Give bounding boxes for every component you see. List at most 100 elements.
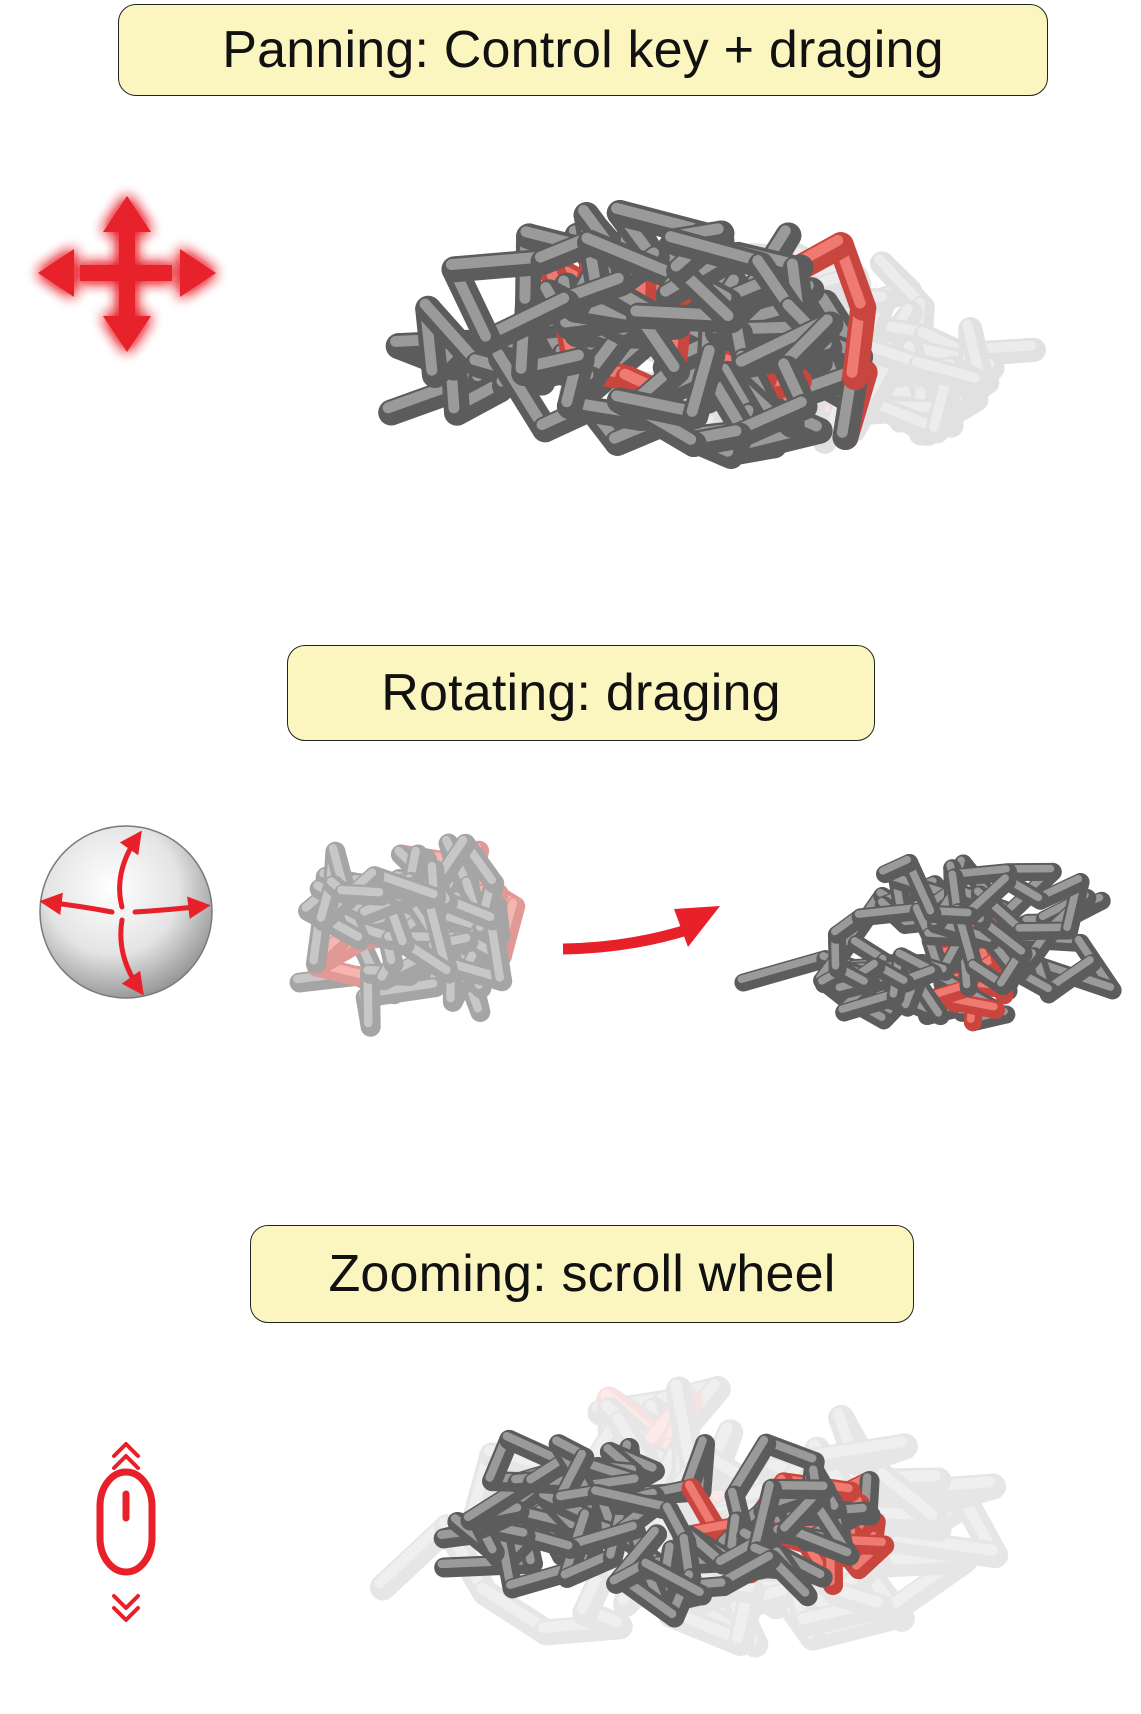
highlighted-residue-segment [666,1391,694,1482]
move-arrows-icon [38,196,216,352]
residue-segment [888,361,925,424]
segment-shine [591,1402,670,1422]
segment-shine [698,1605,758,1646]
segment-shine [868,318,928,338]
highlighted-residue-segment [658,1388,703,1464]
residue-segment [875,1547,978,1628]
segment-shine [637,1430,680,1464]
segment-shine [564,1521,637,1550]
segment-shine [641,1558,704,1597]
highlighted-residue-segment [632,1428,691,1476]
residue-segment [864,1468,952,1542]
segment-shine [868,390,931,435]
segment-shine [848,1436,908,1464]
segment-shine [1015,923,1071,932]
zooming-label: Zooming: scroll wheel [250,1225,914,1323]
segment-shine [962,319,974,392]
segment-shine [962,319,986,386]
segment-shine [635,1390,692,1454]
residue-segment [666,1376,699,1451]
segment-shine [445,251,546,271]
residue-segment [888,399,964,438]
segment-shine [734,1579,795,1594]
residue-segment [907,354,990,394]
segment-shine [662,1502,688,1543]
segment-shine [480,292,570,342]
segment-shine [870,1550,967,1566]
segment-shine [737,952,827,984]
residue-segment [886,383,958,411]
segment-shine [718,363,754,416]
segment-shine [838,990,898,1013]
residue-segment [913,389,966,443]
segment-shine [832,1407,860,1464]
residue-segment [962,337,1046,367]
residue-segment [888,362,953,433]
segment-shine [868,1471,941,1530]
residue-segment [859,1473,1006,1509]
segment-shine [945,358,986,386]
segment-shine [611,390,698,417]
segment-shine [752,255,794,311]
residue-segment [693,1602,769,1658]
segment-shine [698,1582,795,1617]
segment-shine [728,1435,769,1497]
rotation-arrow-icon [562,906,720,955]
residue-segment [886,383,989,412]
segment-shine [917,327,995,369]
segment-shine [874,254,925,308]
segment-shine [885,359,955,377]
residue-segment [871,397,949,444]
segment-shine [890,385,979,401]
rotating-label: Rotating: draging [287,645,875,741]
residue-segment [669,1376,731,1445]
residue-segment [640,1397,683,1493]
segment-shine [968,960,1005,987]
segment-shine [869,1576,905,1620]
segment-shine [600,1389,664,1443]
segment-shine [537,1616,623,1634]
residue-segment [938,337,1046,367]
segment-shine [637,1430,682,1469]
residue-segment [924,356,965,444]
segment-shine [600,1389,669,1438]
residue-segment [941,355,996,398]
segment-shine [932,364,990,384]
residue-segment [572,1553,620,1627]
residue-segment [913,387,989,443]
residue-segment [859,1467,952,1509]
segment-shine [591,1392,668,1414]
segment-shine [850,936,887,963]
segment-shine [964,874,1009,917]
residue-segment [596,1397,677,1473]
segment-shine [492,348,548,431]
residue-segment [905,295,935,396]
segment-shine [874,254,912,292]
residue-segment [533,1613,633,1646]
residue-segment [908,384,936,446]
segment-shine [804,1608,891,1639]
residue-segment [905,342,987,396]
residue-segment [864,1573,915,1632]
segment-shine [645,1400,672,1481]
residue-segment [864,315,938,349]
segment-shine [862,1526,998,1556]
highlighted-residue-segment [596,1386,674,1455]
segment-shine [576,1602,623,1628]
segment-shine [662,1420,685,1467]
residue-segment [587,1399,680,1435]
segment-shine [854,904,921,918]
residue-segment [597,1395,684,1479]
residue-segment [953,1491,1009,1569]
residue-segment [864,315,921,413]
segment-shine [797,1596,883,1625]
segment-shine [937,358,956,413]
segment-shine [958,1493,998,1556]
residue-segment [806,1581,915,1632]
residue-segment [753,1567,790,1620]
segment-shine [750,1480,774,1552]
highlighted-residue-segment [631,1388,703,1466]
residue-segment [923,1473,1006,1516]
segment-shine [879,855,911,875]
segment-shine [591,1486,672,1512]
